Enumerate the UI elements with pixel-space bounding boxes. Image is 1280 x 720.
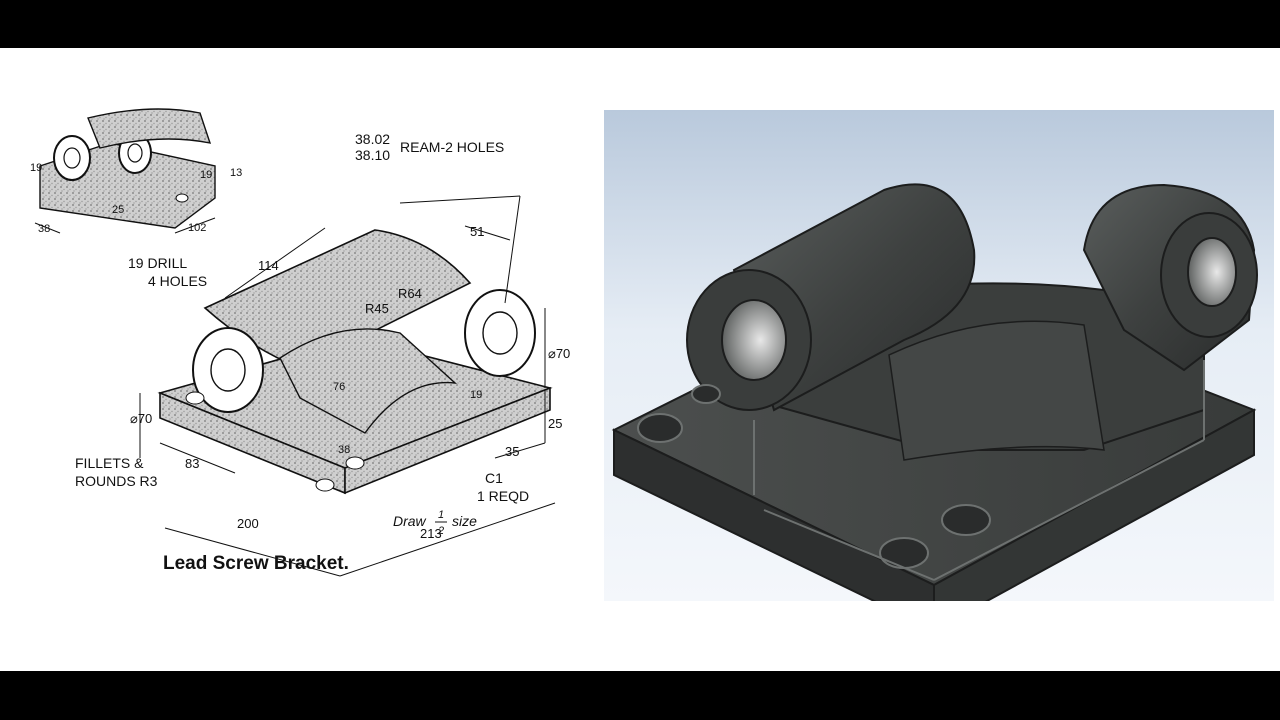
- cad-model: [611, 183, 1258, 601]
- dim-phi70-left: ⌀70: [130, 411, 152, 426]
- scale-prefix: Draw: [393, 513, 427, 529]
- fillet-edges: [753, 360, 1205, 581]
- inset-dim-19b: 19: [200, 169, 212, 181]
- technical-drawing-panel: 19 38 102 19 25 13: [0, 48, 604, 671]
- image-frame: 19 38 102 19 25 13: [0, 48, 1280, 671]
- main-bracket-view: 114 51 R45 R64 76 ⌀70 25 35 ⌀70 83 200 2…: [130, 195, 570, 577]
- part-qty: 1 REQD: [477, 488, 529, 504]
- drill-label: 19 DRILL: [128, 255, 187, 271]
- dim-19: 19: [470, 389, 482, 401]
- dim-83: 83: [185, 456, 199, 471]
- dim-r45: R45: [365, 301, 389, 316]
- inset-dim-38: 38: [38, 223, 50, 235]
- dim-51: 51: [470, 224, 484, 239]
- dim-38: 38: [338, 444, 350, 456]
- part-id: C1: [485, 470, 503, 486]
- dim-r64: R64: [398, 286, 422, 301]
- scale-fraction-numerator: 1: [438, 509, 444, 521]
- isometric-drawing: 19 38 102 19 25 13: [30, 108, 570, 577]
- inset-dim-25: 25: [112, 204, 124, 216]
- mounting-hole-2: [691, 384, 721, 404]
- drawing-caption: Lead Screw Bracket.: [163, 553, 349, 574]
- mounting-hole-3: [941, 504, 991, 536]
- inset-dim-13: 13: [230, 167, 242, 179]
- scale-suffix: size: [452, 513, 477, 529]
- dim-25: 25: [548, 416, 562, 431]
- drill-holes-label: 4 HOLES: [148, 273, 207, 289]
- dim-213: 213: [420, 526, 442, 541]
- dim-76: 76: [333, 381, 345, 393]
- inset-dim-102: 102: [188, 222, 206, 234]
- left-boss-hole: [721, 299, 787, 381]
- ream-bottom-value: 38.10: [355, 147, 390, 163]
- saddle-curve: [888, 320, 1105, 461]
- inset-dim-19: 19: [30, 162, 42, 174]
- dim-200: 200: [237, 516, 259, 531]
- inset-view: 19 38 102 19 25 13: [30, 108, 242, 235]
- ream-label: REAM-2 HOLES: [400, 139, 504, 155]
- cad-render-panel: [604, 110, 1274, 601]
- fillets-line2: ROUNDS R3: [75, 473, 158, 489]
- fillets-line1: FILLETS &: [75, 455, 144, 471]
- dim-114: 114: [258, 258, 279, 273]
- scale-fraction-denominator: 2: [437, 525, 444, 537]
- right-boss-hole: [1187, 237, 1237, 307]
- mounting-hole-1: [637, 413, 683, 443]
- ream-top-value: 38.02: [355, 131, 390, 147]
- mounting-hole-4: [879, 537, 929, 569]
- dim-phi70-right: ⌀70: [548, 346, 570, 361]
- dim-35: 35: [505, 444, 519, 459]
- base-plate-front: [613, 428, 935, 601]
